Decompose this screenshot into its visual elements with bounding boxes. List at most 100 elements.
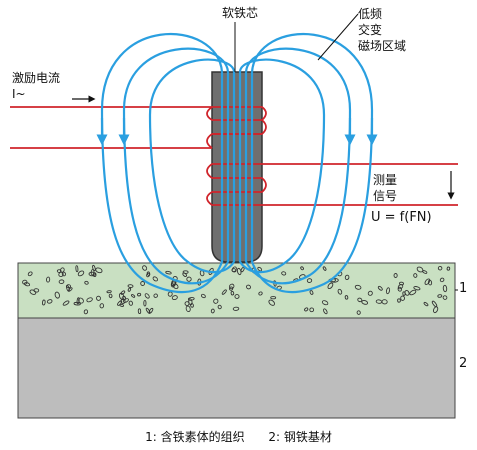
coating-grain xyxy=(423,301,429,307)
coating-grain xyxy=(75,265,79,273)
measurement-label: 测量 信号 xyxy=(373,172,397,204)
coating-grain xyxy=(61,271,67,277)
coating-grain xyxy=(258,291,263,296)
coating-grain xyxy=(171,295,178,301)
coating-grain xyxy=(437,265,443,271)
magnetic-field-lines xyxy=(100,33,374,294)
field-leader-line xyxy=(317,13,359,61)
core-label: 软铁芯 xyxy=(222,6,259,20)
coating-grain xyxy=(416,266,424,273)
coating-grain xyxy=(84,280,89,285)
coating-grain xyxy=(22,279,28,285)
coating-grain xyxy=(231,266,237,273)
coating-grain xyxy=(404,290,410,296)
excitation-label-line1: 激励电流 xyxy=(12,71,61,85)
coating-grain xyxy=(327,282,334,290)
coating-grain xyxy=(152,276,158,282)
coating-grain xyxy=(432,306,439,314)
legend-item-2: 2: 钢铁基材 xyxy=(268,430,332,444)
coating-grain xyxy=(309,290,314,295)
coating-grain xyxy=(46,299,53,304)
excitation-label-line2: I~ xyxy=(12,87,26,101)
coating-grain xyxy=(323,308,328,315)
coating-grain xyxy=(322,266,327,271)
coating-grain xyxy=(58,279,65,284)
coating-grain xyxy=(186,276,192,282)
coating-grain xyxy=(257,266,263,272)
coating-grain xyxy=(185,305,191,313)
coating-grain xyxy=(210,308,215,314)
coating-grain xyxy=(306,278,313,283)
coating-grain xyxy=(54,291,60,299)
coating-grain xyxy=(213,298,219,304)
coating-grain xyxy=(446,266,451,271)
coating-grain xyxy=(123,298,129,303)
coating-grain xyxy=(399,281,404,286)
coating-grain xyxy=(88,271,96,277)
coating-grain xyxy=(142,265,148,271)
coating-grain xyxy=(321,300,329,306)
coating-grain xyxy=(393,273,398,278)
coating-grain xyxy=(106,290,112,294)
coating-grain xyxy=(367,290,373,296)
coating-grain xyxy=(144,293,150,299)
coating-grain xyxy=(246,284,251,290)
coating-grain xyxy=(281,271,287,276)
coating-grain xyxy=(229,283,235,290)
coating-grain xyxy=(190,303,194,308)
field-label-line2: 交变 xyxy=(358,23,383,37)
coating-grain xyxy=(92,264,96,272)
coating-grain xyxy=(165,270,172,275)
coating-grain xyxy=(137,292,142,297)
coating-grain xyxy=(375,299,383,304)
measurement-wire xyxy=(206,163,458,206)
coating-grain xyxy=(127,287,132,292)
coating-grain xyxy=(344,274,350,281)
legend-caption: 1: 含铁素体的组织 2: 钢铁基材 xyxy=(0,428,477,445)
coating-grain xyxy=(127,284,134,288)
coating-grain xyxy=(234,294,240,299)
coating-grain xyxy=(409,289,417,296)
field-region-label: 低频 交变 磁场区域 xyxy=(358,6,406,54)
coating-grain xyxy=(337,288,343,295)
coating-grain xyxy=(42,299,46,306)
coating-grain xyxy=(270,296,277,300)
measurement-label-line2: 信号 xyxy=(373,189,398,203)
field-direction-arrows xyxy=(96,118,378,146)
coating-grain xyxy=(184,301,190,306)
coating-grain xyxy=(153,293,158,298)
coating-grain xyxy=(117,300,123,306)
coating-grain xyxy=(172,283,179,289)
coating-grain xyxy=(108,293,113,299)
excitation-label: 激励电流 I~ xyxy=(12,70,60,102)
coating-grain xyxy=(95,267,103,274)
coating-grain xyxy=(145,307,151,314)
coating-grain xyxy=(268,299,275,306)
coating-grain xyxy=(99,303,105,309)
coating-grain xyxy=(146,272,151,278)
coating-grain xyxy=(56,269,62,273)
field-label-line1: 低频 xyxy=(358,7,383,21)
coating-grain xyxy=(309,307,315,313)
coating-grain xyxy=(304,307,309,312)
coating-grain xyxy=(118,292,125,300)
coating-grain xyxy=(33,288,40,293)
coating-grain xyxy=(397,298,401,303)
coating-grain xyxy=(377,285,383,291)
excitation-wire xyxy=(10,106,267,149)
coating-grain xyxy=(120,290,126,295)
coating-grain xyxy=(413,286,421,291)
layer1-label: 1 xyxy=(459,281,468,296)
coating-grain xyxy=(131,294,136,298)
coating-grain xyxy=(78,297,84,304)
coating-grain xyxy=(221,289,227,295)
coating-grain xyxy=(424,278,431,285)
coating-grain xyxy=(442,295,448,300)
coating-grain xyxy=(442,284,448,293)
coating-grain xyxy=(27,271,33,277)
coating-grain xyxy=(96,295,101,301)
formula-label: U = f(FN) xyxy=(371,210,432,225)
coating-grain xyxy=(431,300,438,308)
coating-grain xyxy=(300,266,304,271)
